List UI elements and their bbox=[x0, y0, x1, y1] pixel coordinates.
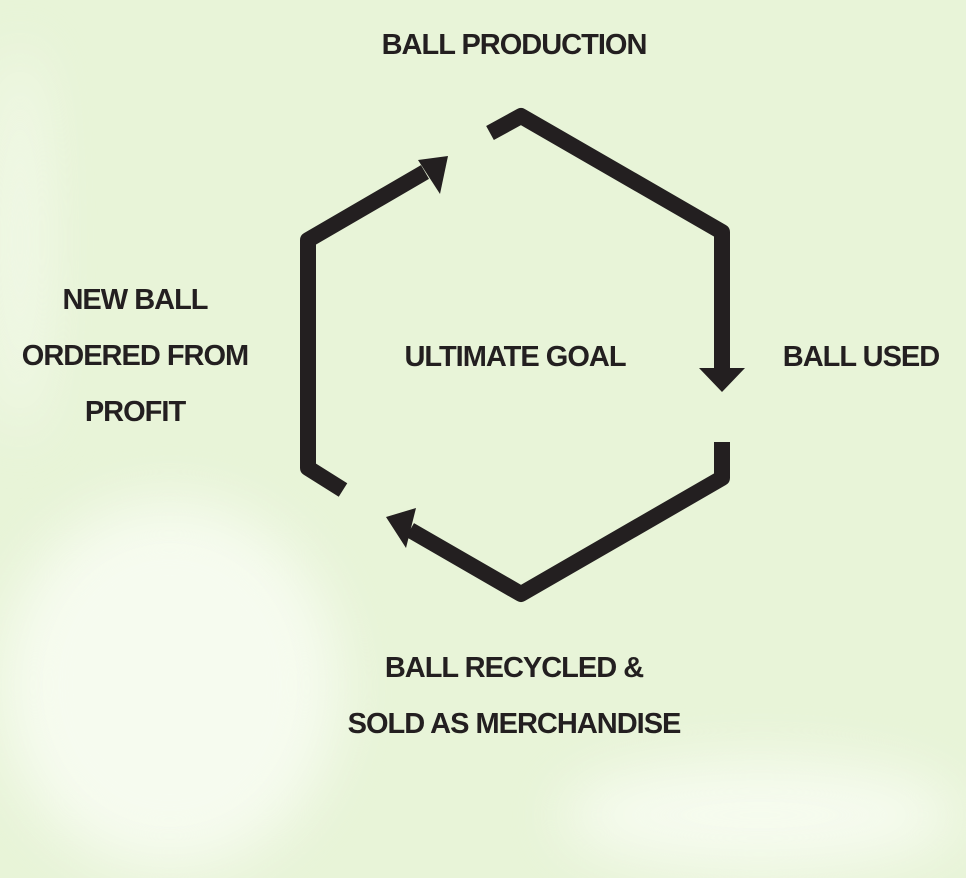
background-wash bbox=[0, 40, 40, 440]
node-text-line: ORDERED FROM bbox=[21, 340, 249, 372]
node-ball-used: BALL USED bbox=[782, 341, 940, 373]
center-label: ULTIMATE GOAL bbox=[404, 341, 626, 373]
node-new-ball: NEW BALL ORDERED FROM PROFIT bbox=[10, 272, 260, 440]
arrow-recycled-to-new bbox=[300, 165, 430, 497]
arrowhead-down-icon bbox=[699, 368, 745, 392]
node-text-line: NEW BALL bbox=[62, 284, 208, 316]
arrowhead-up-right-icon bbox=[418, 156, 448, 194]
arrow-production-to-used bbox=[486, 108, 730, 372]
arrowhead-left-icon bbox=[386, 508, 416, 548]
node-text-line: BALL RECYCLED & bbox=[384, 652, 644, 684]
node-text-line: PROFIT bbox=[84, 396, 186, 428]
node-text-line: SOLD AS MERCHANDISE bbox=[347, 708, 682, 740]
arrow-used-to-recycled bbox=[406, 442, 730, 602]
background-wash bbox=[560, 760, 960, 870]
node-ball-recycled: BALL RECYCLED & SOLD AS MERCHANDISE bbox=[314, 640, 714, 752]
node-ball-production: BALL PRODUCTION bbox=[381, 29, 648, 61]
background-wash bbox=[0, 500, 340, 870]
